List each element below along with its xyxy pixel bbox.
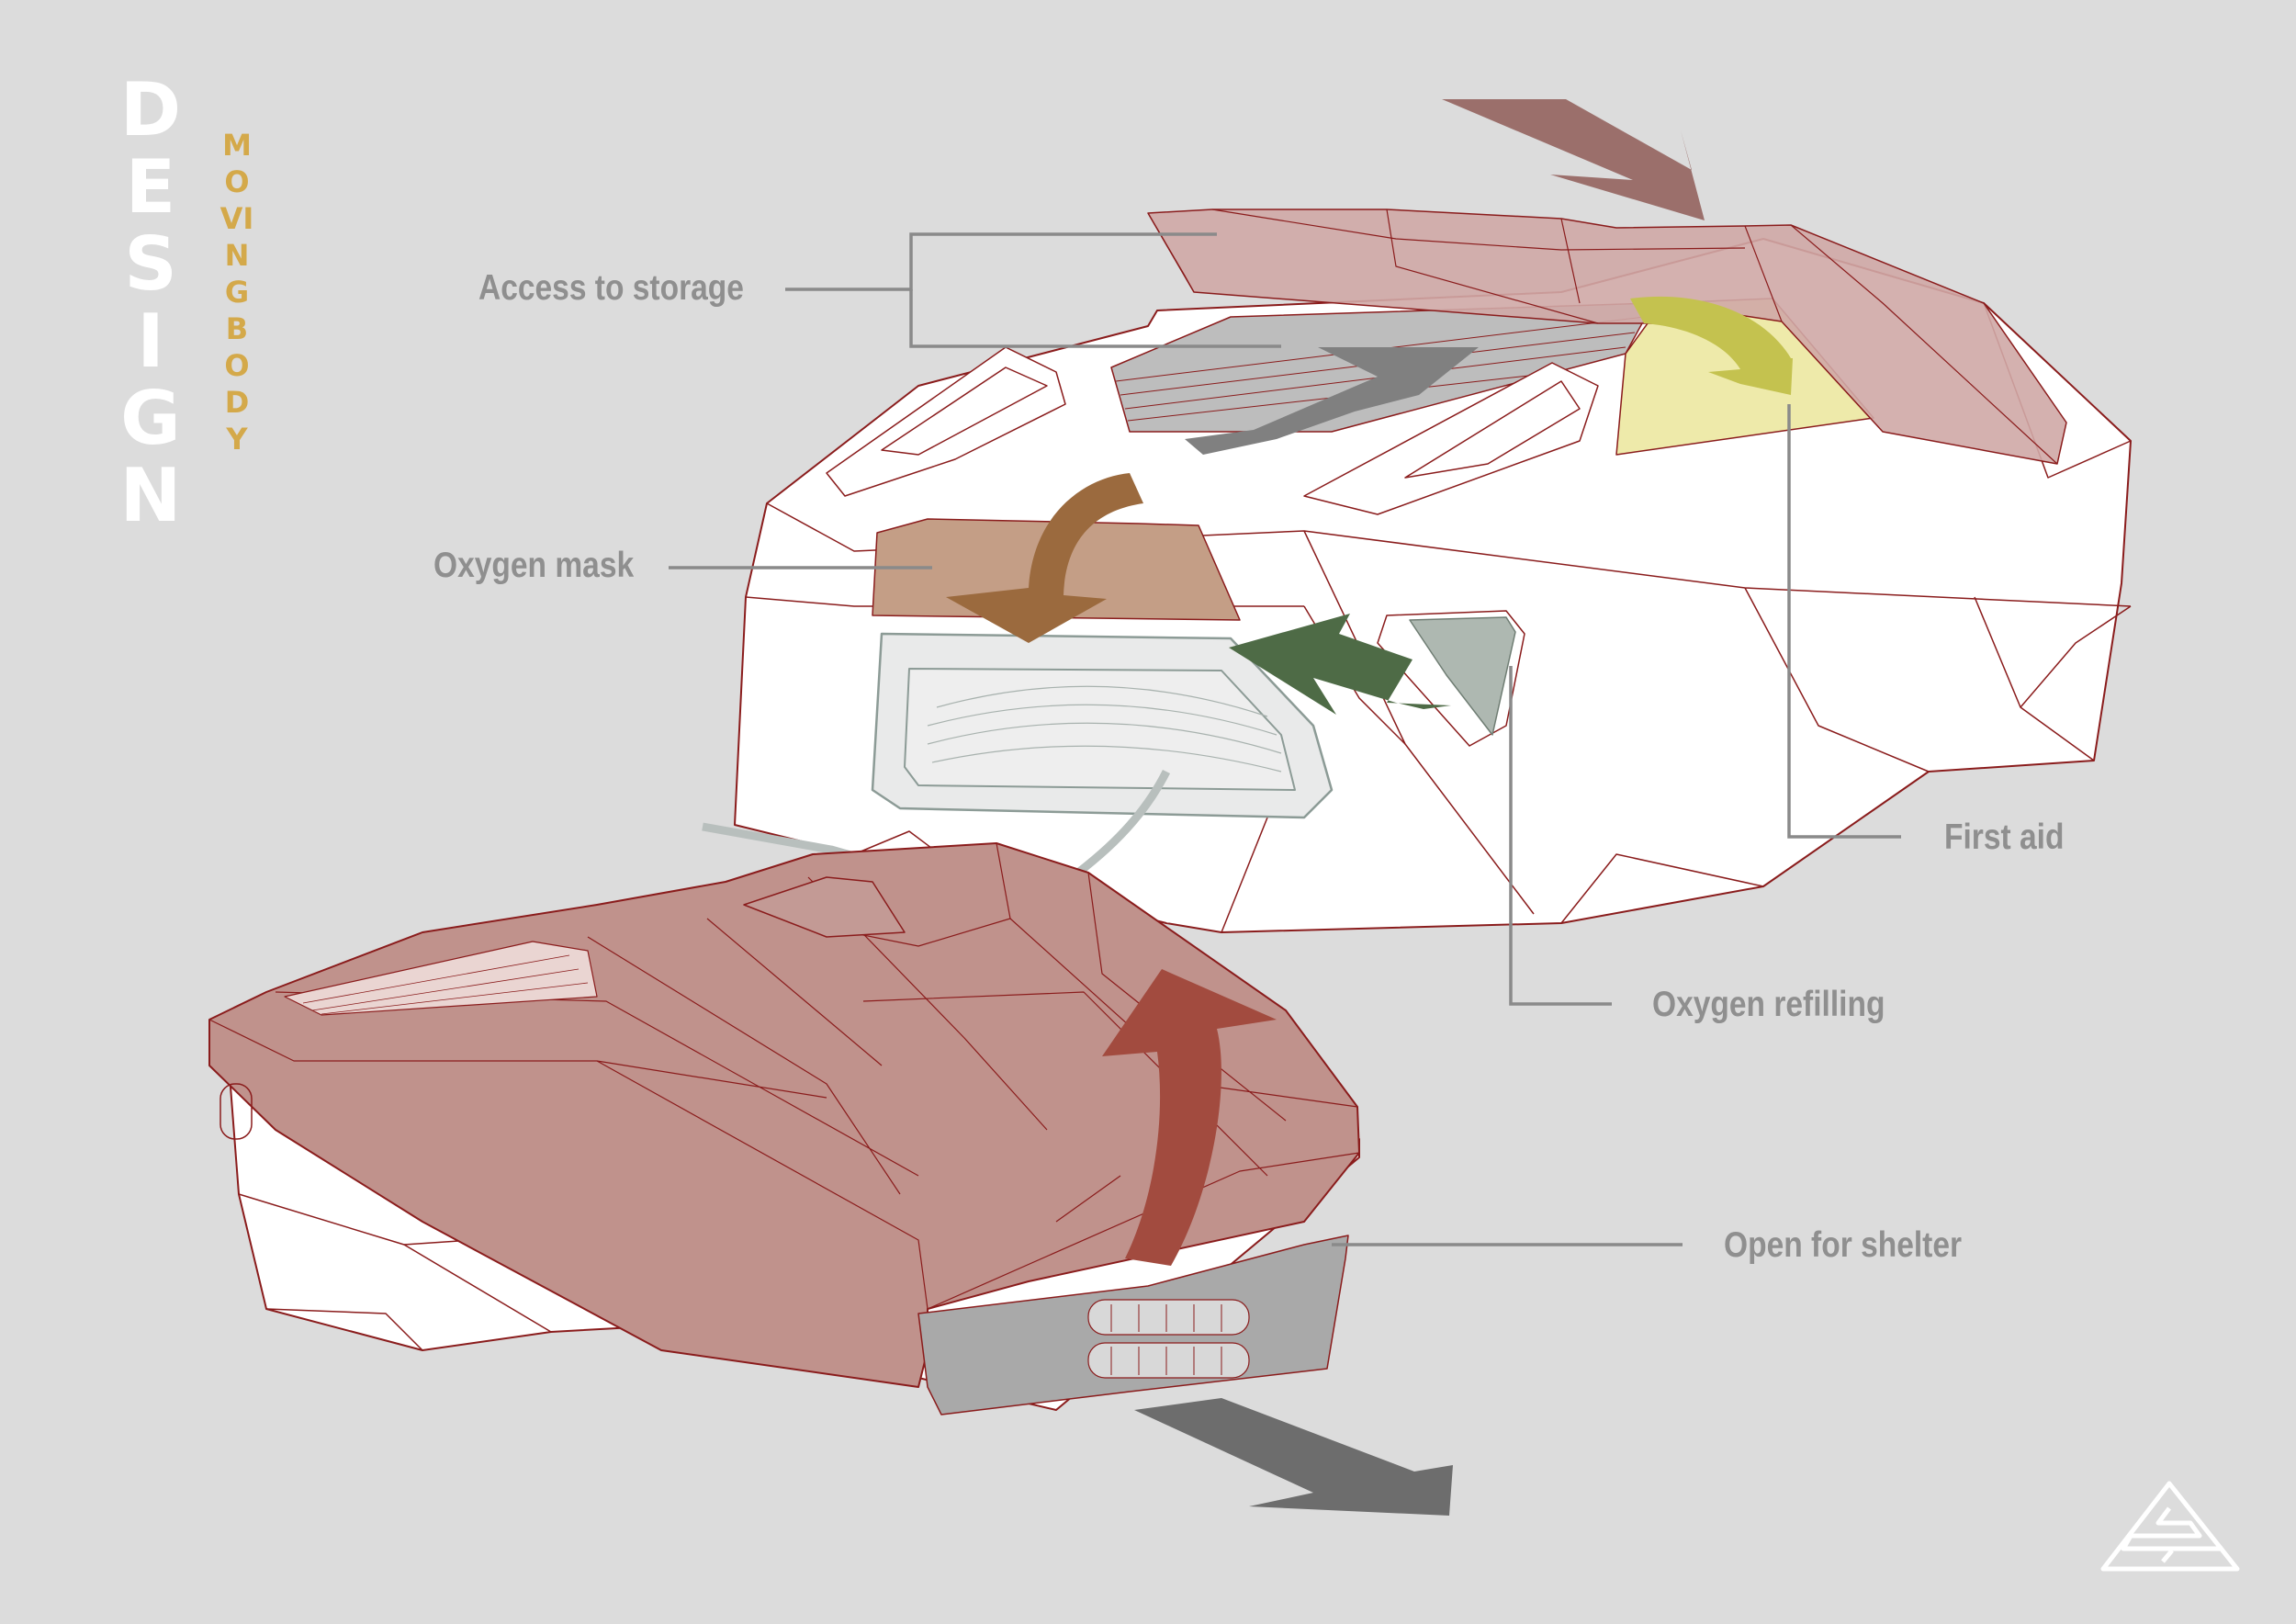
lower-side-slot [219,1083,253,1140]
label-open-for-shelter: Open for shelter [1724,1225,1963,1265]
label-oxygen-refilling: Oxygen refilling [1652,985,1885,1024]
design-title: DESIGN [119,67,182,538]
mask-coil [927,685,1282,773]
top-arrow [1442,99,1705,220]
oxygen-mask-arrow [946,473,1143,643]
bottom-arrow [1134,1398,1453,1516]
direction-arrows [946,99,1793,1516]
leader-first-aid [1787,404,1901,839]
leader-access-to-storage [785,232,1217,291]
upper-right-wing-slot [1404,380,1581,479]
lower-ridge [743,876,906,938]
lower-front-vents [1087,1299,1250,1379]
label-oxygen-mask: Oxygen mask [433,546,635,585]
upper-right-wing [1303,362,1599,515]
label-access-to-storage: Access to storage [478,268,744,308]
storage-arrow [1185,347,1479,455]
upper-vehicle [702,209,2132,933]
lower-vent-slats [1110,1304,1222,1375]
upper-left-wing-slot [881,367,1048,456]
triangle-logo-icon [2100,1481,2240,1572]
refill-port-inner [1409,616,1516,736]
leader-lines [669,232,1901,1246]
lifted-lid-facets [1147,209,2058,465]
moving-body-subtitle: MOVING BODY [219,128,254,457]
mask-bay-inner [904,668,1296,791]
lower-top-grille-slats [302,954,589,1015]
leader-access-to-storage-2 [909,289,1281,348]
leader-oxygen-refilling [1509,666,1612,1006]
lower-vehicle [208,842,1360,1415]
first-aid-arrow [1630,296,1793,395]
open-shelter-arrow [1102,969,1277,1266]
oxygen-refill-arrow [1229,614,1451,715]
label-first-aid: First aid [1944,818,2065,857]
